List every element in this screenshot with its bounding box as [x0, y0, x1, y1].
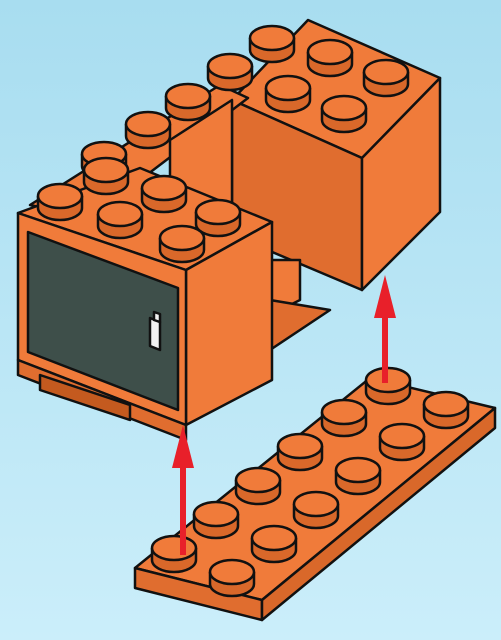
stud: [252, 526, 296, 562]
stud: [210, 560, 254, 596]
stud: [166, 84, 210, 120]
stud: [208, 54, 252, 90]
stud: [194, 502, 238, 538]
stud: [98, 202, 142, 238]
stud: [38, 184, 82, 220]
stud: [380, 424, 424, 460]
stud: [196, 200, 240, 236]
stud: [152, 536, 196, 572]
stud: [308, 40, 352, 76]
stud: [364, 60, 408, 96]
stud: [424, 392, 468, 428]
stud: [278, 434, 322, 470]
stud: [84, 158, 128, 194]
stud: [236, 468, 280, 504]
stud: [160, 226, 204, 262]
stud: [266, 76, 310, 112]
stud: [322, 400, 366, 436]
stud: [322, 96, 366, 132]
stud: [126, 112, 170, 148]
stud: [294, 492, 338, 528]
stud: [336, 458, 380, 494]
stud: [250, 26, 294, 62]
stud: [142, 176, 186, 212]
handle-icon: [150, 312, 160, 350]
